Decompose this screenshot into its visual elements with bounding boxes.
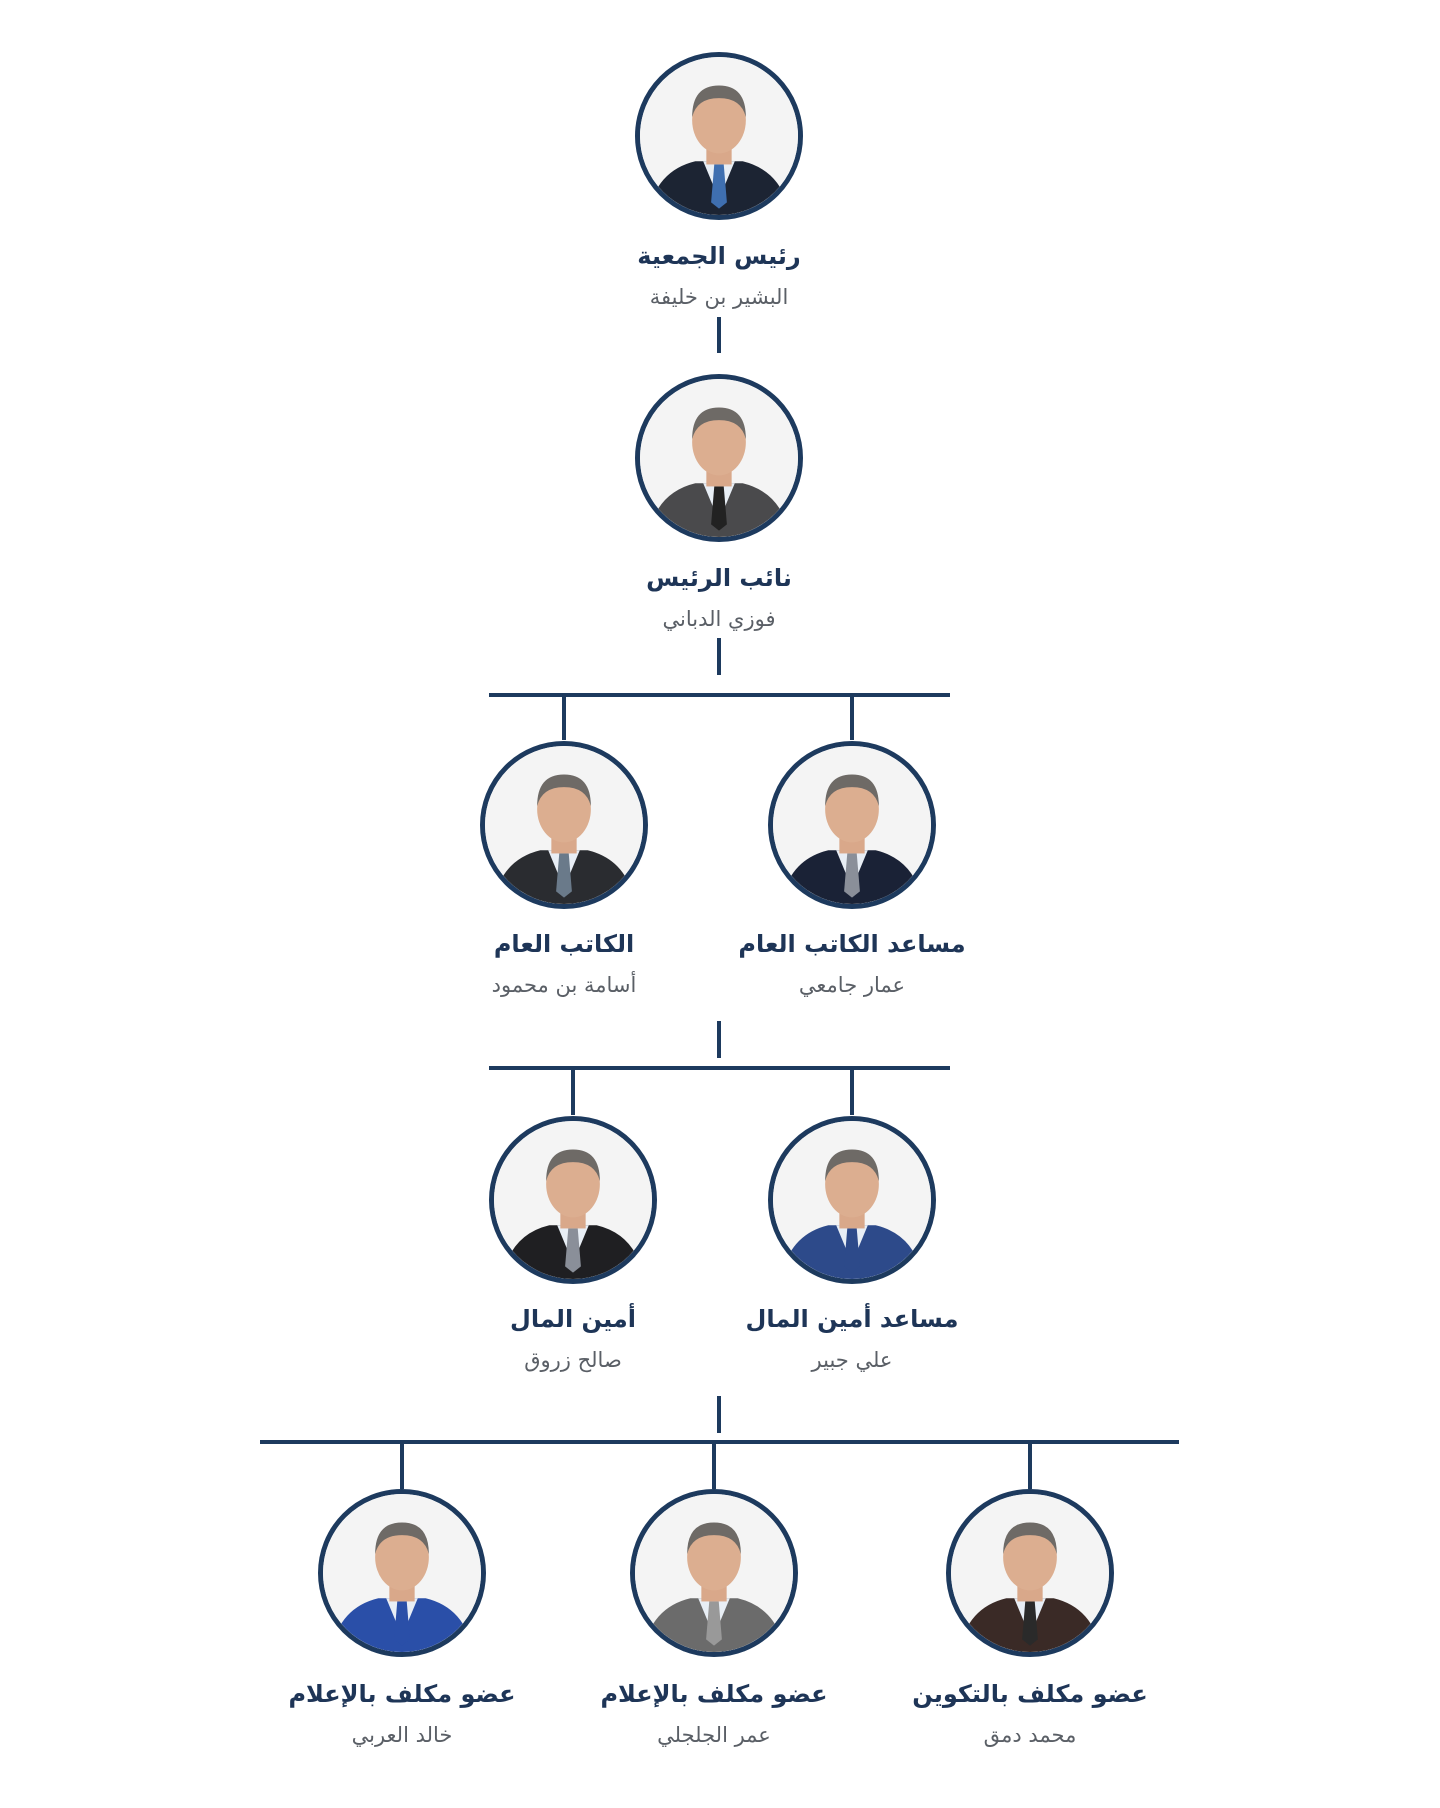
member-role-title: عضو مكلف بالتكوين bbox=[912, 1680, 1148, 1708]
person-portrait-icon bbox=[635, 1494, 793, 1652]
member-name: أسامة بن محمود bbox=[491, 973, 637, 997]
person-portrait-icon bbox=[773, 1121, 931, 1279]
connector-line bbox=[850, 1068, 854, 1115]
person-portrait-icon bbox=[323, 1494, 481, 1652]
connector-line bbox=[712, 1442, 716, 1489]
member-role-title: أمين المال bbox=[510, 1305, 636, 1333]
person-portrait-icon bbox=[494, 1121, 652, 1279]
connector-line bbox=[717, 1021, 721, 1058]
member-name: فوزي الدباني bbox=[662, 607, 776, 631]
person-portrait-icon bbox=[773, 746, 931, 904]
member-name: صالح زروق bbox=[524, 1348, 622, 1372]
member-name: خالد العربي bbox=[351, 1723, 453, 1747]
member-role-title: نائب الرئيس bbox=[646, 564, 792, 592]
connector-line bbox=[400, 1442, 404, 1489]
member-photo bbox=[630, 1489, 798, 1657]
member-role-title: عضو مكلف بالإعلام bbox=[600, 1680, 828, 1708]
connector-line bbox=[850, 695, 854, 740]
member-photo bbox=[480, 741, 648, 909]
person-portrait-icon bbox=[951, 1494, 1109, 1652]
connector-line bbox=[717, 638, 721, 675]
member-role-title: عضو مكلف بالإعلام bbox=[288, 1680, 516, 1708]
connector-line bbox=[717, 1396, 721, 1433]
member-name: محمد دمق bbox=[983, 1723, 1077, 1747]
connector-line bbox=[571, 1068, 575, 1115]
branch-line bbox=[489, 693, 950, 697]
person-portrait-icon bbox=[640, 57, 798, 215]
member-name: عمر الجلجلي bbox=[657, 1723, 771, 1747]
member-photo bbox=[318, 1489, 486, 1657]
connector-line bbox=[717, 317, 721, 353]
member-role-title: مساعد أمين المال bbox=[745, 1305, 959, 1333]
branch-line bbox=[489, 1066, 950, 1070]
member-name: علي جبير bbox=[811, 1348, 893, 1372]
member-name: البشير بن خليفة bbox=[649, 285, 789, 309]
member-photo bbox=[768, 741, 936, 909]
person-portrait-icon bbox=[485, 746, 643, 904]
member-photo bbox=[635, 374, 803, 542]
branch-line bbox=[260, 1440, 1179, 1444]
member-photo bbox=[635, 52, 803, 220]
member-role-title: الكاتب العام bbox=[493, 930, 635, 958]
connector-line bbox=[1028, 1442, 1032, 1489]
member-photo bbox=[489, 1116, 657, 1284]
member-photo bbox=[946, 1489, 1114, 1657]
member-name: عمار جامعي bbox=[798, 973, 906, 997]
member-role-title: مساعد الكاتب العام bbox=[738, 930, 966, 958]
connector-line bbox=[562, 695, 566, 740]
person-portrait-icon bbox=[640, 379, 798, 537]
member-photo bbox=[768, 1116, 936, 1284]
member-role-title: رئيس الجمعية bbox=[637, 242, 801, 270]
